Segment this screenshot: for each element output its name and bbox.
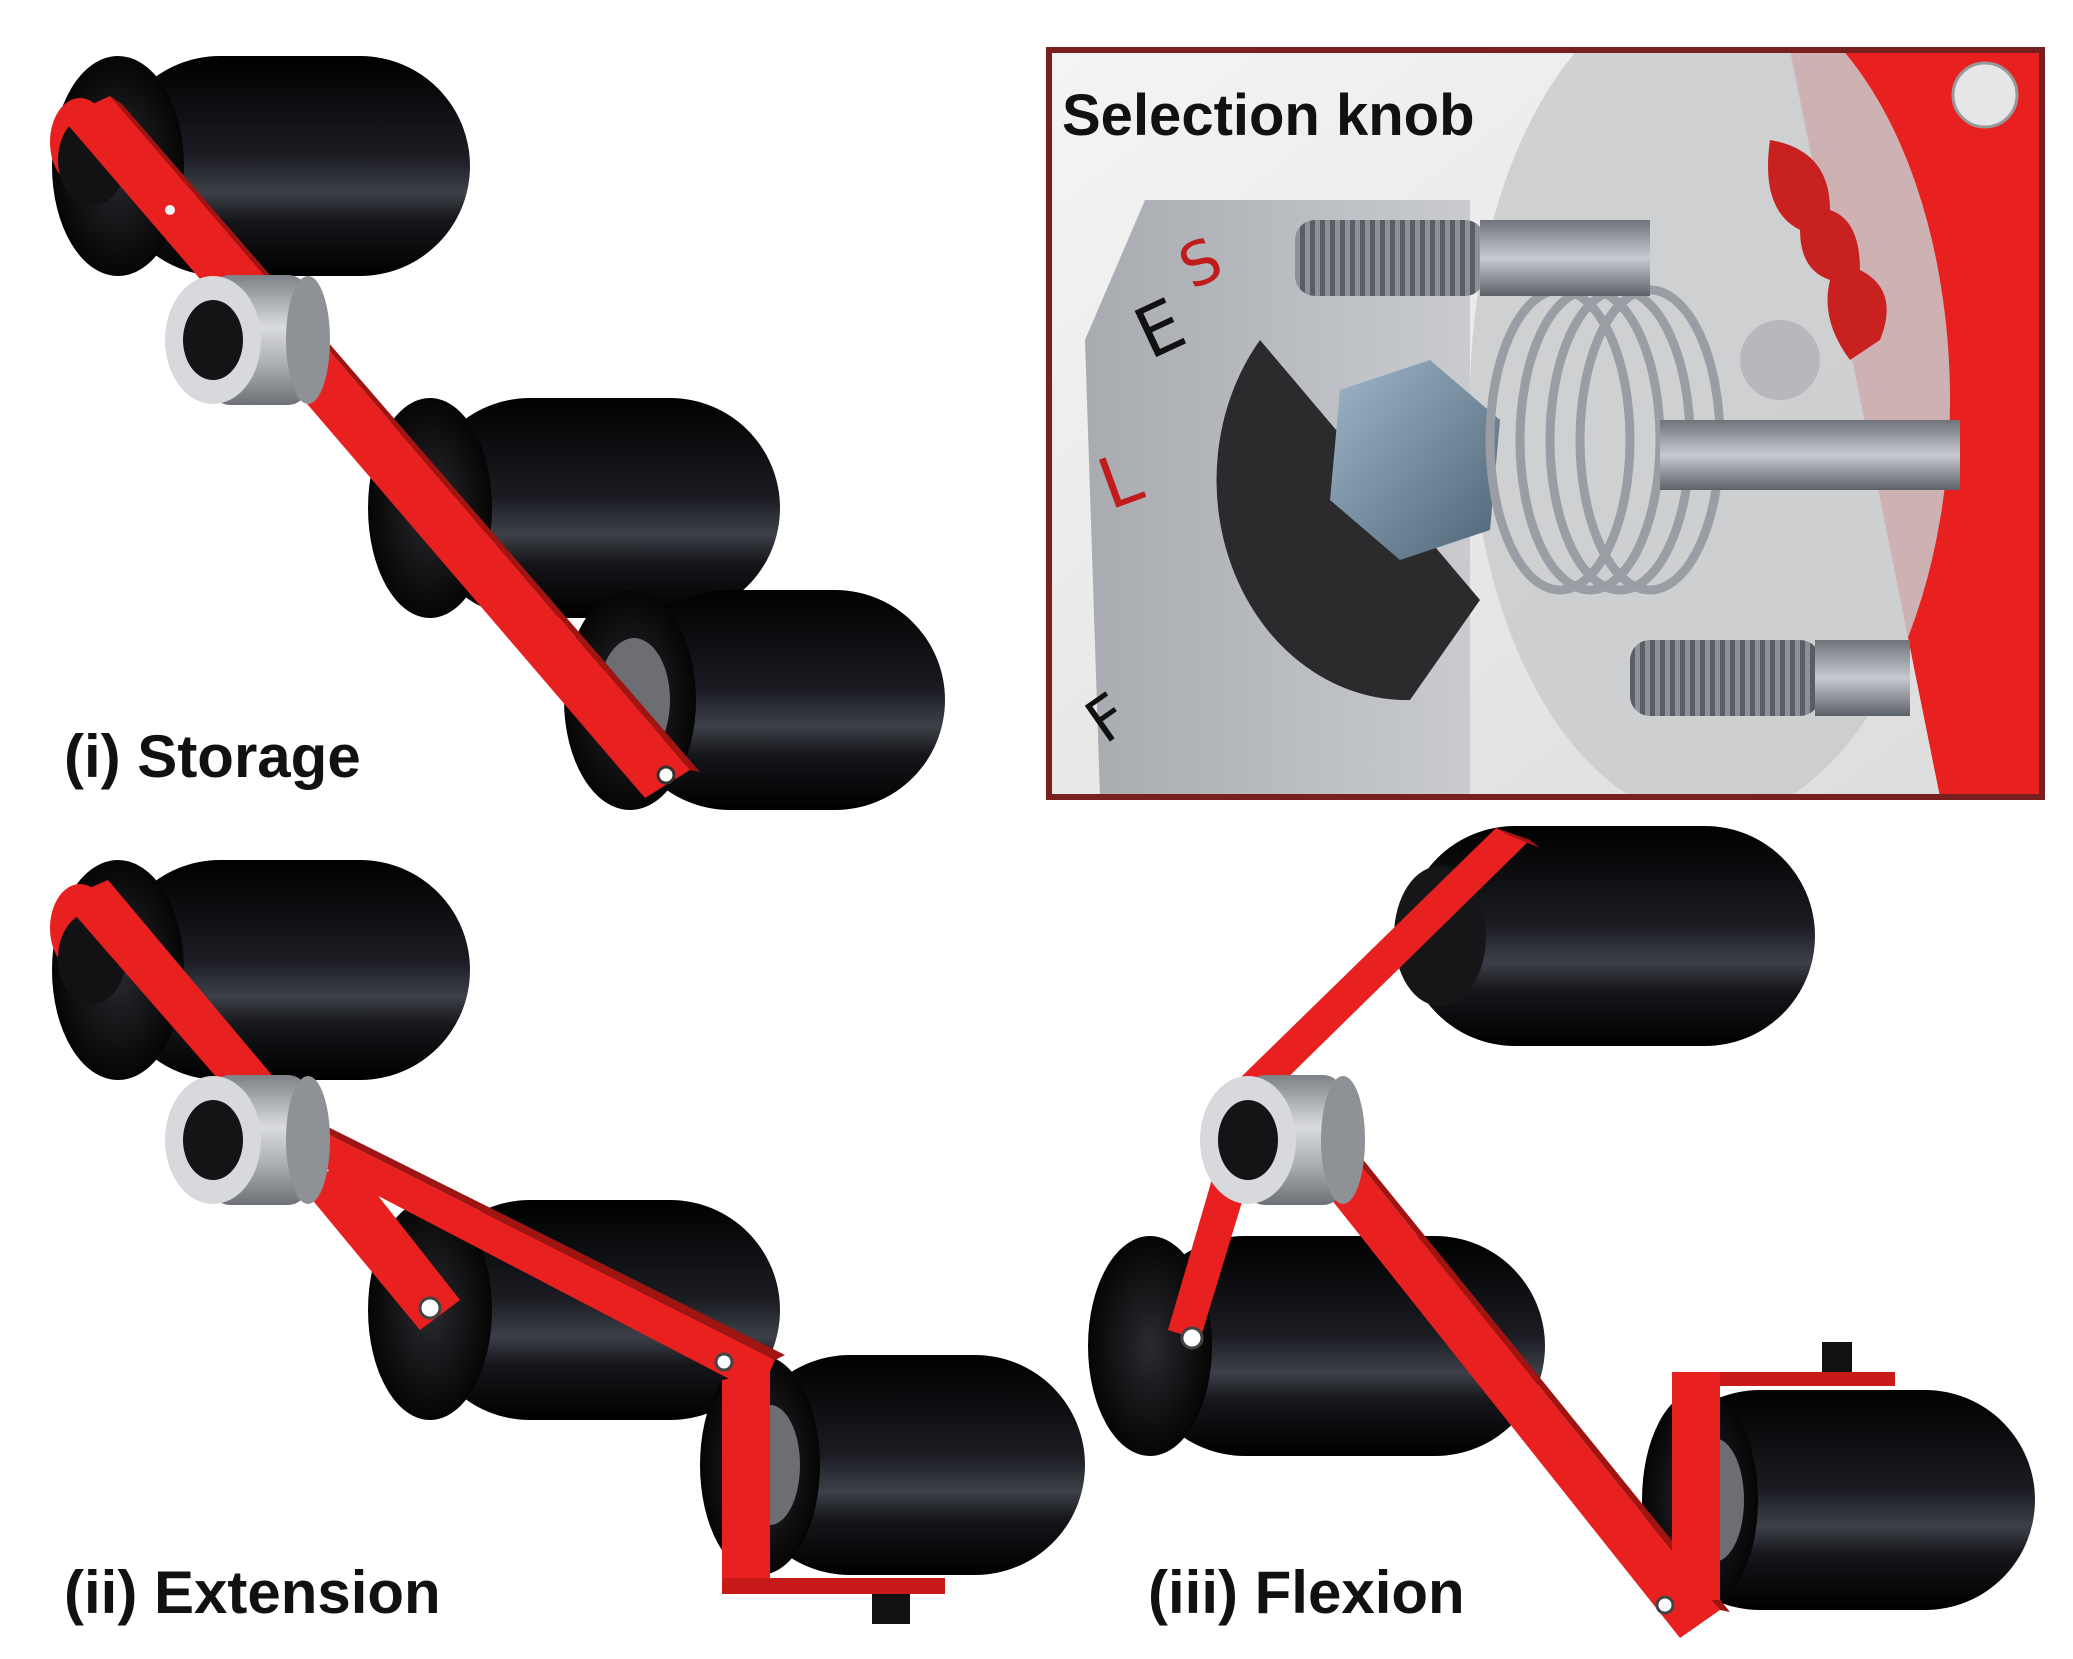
flexion-panel (1088, 826, 2035, 1638)
link-arm (62, 96, 700, 798)
selection-knob (165, 275, 330, 405)
storage-panel (50, 56, 945, 810)
extension-panel (50, 860, 1085, 1624)
roller (1394, 826, 1815, 1046)
l-bracket (722, 1370, 945, 1624)
selection-knob-inset: F L E S (1046, 47, 2045, 800)
storage-label: (i) Storage (64, 723, 361, 790)
selection-knob (1200, 1075, 1365, 1205)
inset-frame (1046, 47, 2045, 800)
extension-label: (ii) Extension (64, 1559, 441, 1626)
l-bracket (1672, 1342, 1895, 1600)
link-arm (1238, 828, 1530, 1095)
inset-title: Selection knob (1062, 83, 1475, 148)
link-arm (290, 1120, 775, 1395)
selection-knob (165, 1075, 330, 1205)
flexion-label: (iii) Flexion (1148, 1559, 1465, 1626)
